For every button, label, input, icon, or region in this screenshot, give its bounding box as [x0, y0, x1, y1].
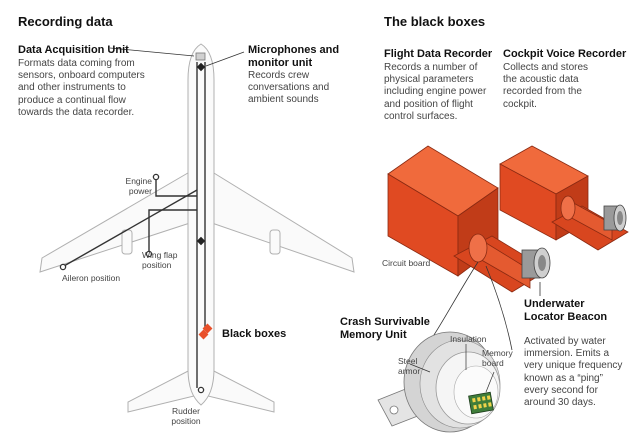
dau-description: Formats data coming from sensors, onboar… — [18, 58, 145, 118]
mic-description: Records crew conversations and ambient s… — [248, 70, 330, 106]
fuselage — [187, 43, 215, 406]
left-section-title: Recording data — [18, 14, 113, 29]
junction-marker — [196, 236, 206, 246]
left-engine — [121, 229, 133, 255]
black-boxes-label: Black boxes — [222, 328, 287, 340]
right-stabilizer — [207, 367, 275, 413]
circuit-board-label: Circuit board — [382, 258, 431, 268]
cockpit-voice-recorder — [499, 145, 629, 251]
wing-flap-label: Wing flap position — [142, 250, 178, 271]
right-section-title: The black boxes — [384, 14, 486, 29]
fdr-title: Flight Data Recorder — [384, 48, 493, 60]
csmu-illustration — [377, 331, 501, 433]
engine-sensor — [152, 173, 160, 181]
rudder-position-label: Rudder position — [171, 406, 201, 427]
ulb-title: Underwater Locator Beacon — [524, 298, 608, 324]
black-box-marker-2 — [198, 329, 209, 340]
ulb-description: Activated by water immersion. Emits a ve… — [524, 336, 623, 408]
leader-lines — [109, 47, 245, 67]
insulation-label: Insulation — [450, 334, 487, 344]
flight-data-recorder — [387, 145, 551, 293]
engine-power-label: Engine power — [125, 176, 152, 197]
cvr-description: Collects and stores the acoustic data re… — [503, 62, 589, 110]
wing-flap-sensor — [145, 250, 153, 258]
sensor-points — [59, 173, 205, 394]
aileron-position-label: Aileron position — [62, 273, 121, 283]
cvr-title: Cockpit Voice Recorder — [503, 48, 627, 60]
right-wing — [208, 169, 355, 273]
wiring — [63, 62, 206, 388]
dau-title: Data Acquisition Unit — [18, 44, 129, 56]
memory-board-label: Memory board — [482, 348, 513, 369]
csmu-title: Crash Survivable Memory Unit — [340, 316, 430, 342]
right-engine — [269, 229, 281, 255]
steel-armor-label: Steel armor — [398, 356, 421, 377]
dau-marker — [195, 52, 206, 61]
fdr-description: Records a number of physical parameters … — [384, 62, 487, 122]
airplane-outline — [39, 43, 355, 413]
black-box-marker-1 — [202, 323, 213, 334]
csmu-callout — [431, 261, 541, 351]
rudder-sensor — [197, 386, 205, 394]
mic-title: Microphones and monitor unit — [248, 44, 340, 70]
aileron-sensor — [59, 263, 67, 271]
